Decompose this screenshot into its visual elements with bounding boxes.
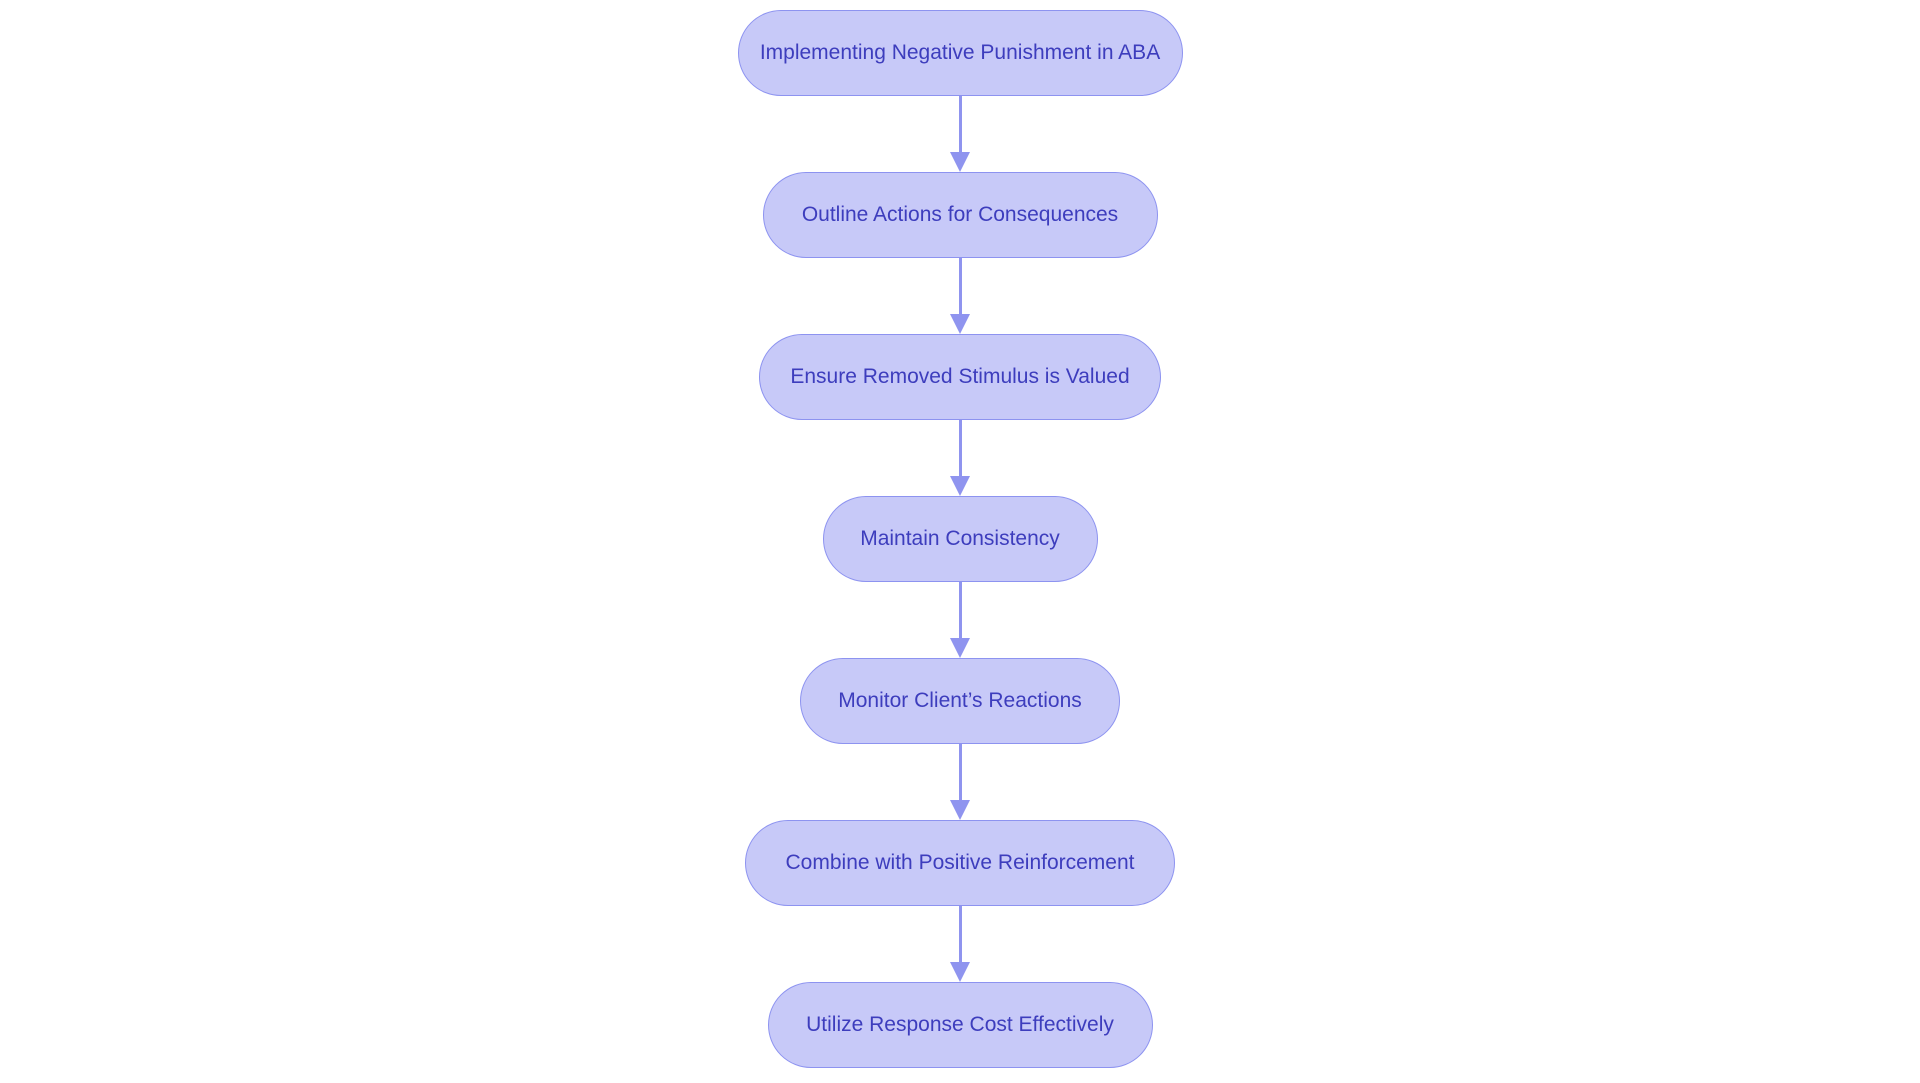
flow-connector-5-6 [950,744,970,820]
flow-node-step-5: Monitor Client’s Reactions [800,658,1120,744]
flow-node-label: Utilize Response Cost Effectively [806,1013,1114,1036]
flow-node-step-3: Ensure Removed Stimulus is Valued [759,334,1161,420]
arrow-line [958,744,962,800]
arrowhead-down-icon [950,476,970,496]
flow-connector-3-4 [950,420,970,496]
flow-node-label: Ensure Removed Stimulus is Valued [790,365,1130,388]
flow-node-label: Outline Actions for Consequences [801,203,1119,226]
arrowhead-down-icon [950,962,970,982]
flow-node-step-1: Implementing Negative Punishment in ABA [737,10,1183,96]
flowchart-column: Implementing Negative Punishment in ABA … [0,10,1920,1068]
flow-node-step-2: Outline Actions for Consequences [762,172,1158,258]
flow-node-step-4: Maintain Consistency [822,496,1098,582]
arrow-line [958,258,962,314]
flow-node-label: Combine with Positive Reinforcement [785,851,1135,874]
arrow-line [958,582,962,638]
arrowhead-down-icon [950,800,970,820]
flow-node-step-7: Utilize Response Cost Effectively [767,982,1153,1068]
arrowhead-down-icon [950,152,970,172]
flow-node-label: Monitor Client’s Reactions [838,689,1082,712]
arrowhead-down-icon [950,314,970,334]
flow-connector-6-7 [950,906,970,982]
flow-connector-4-5 [950,582,970,658]
arrowhead-down-icon [950,638,970,658]
flow-node-label: Implementing Negative Punishment in ABA [759,41,1161,64]
arrow-line [958,906,962,962]
flow-node-label: Maintain Consistency [860,527,1060,550]
arrow-line [958,420,962,476]
flow-node-step-6: Combine with Positive Reinforcement [745,820,1175,906]
flow-connector-2-3 [950,258,970,334]
arrow-line [958,96,962,152]
flow-connector-1-2 [950,96,970,172]
